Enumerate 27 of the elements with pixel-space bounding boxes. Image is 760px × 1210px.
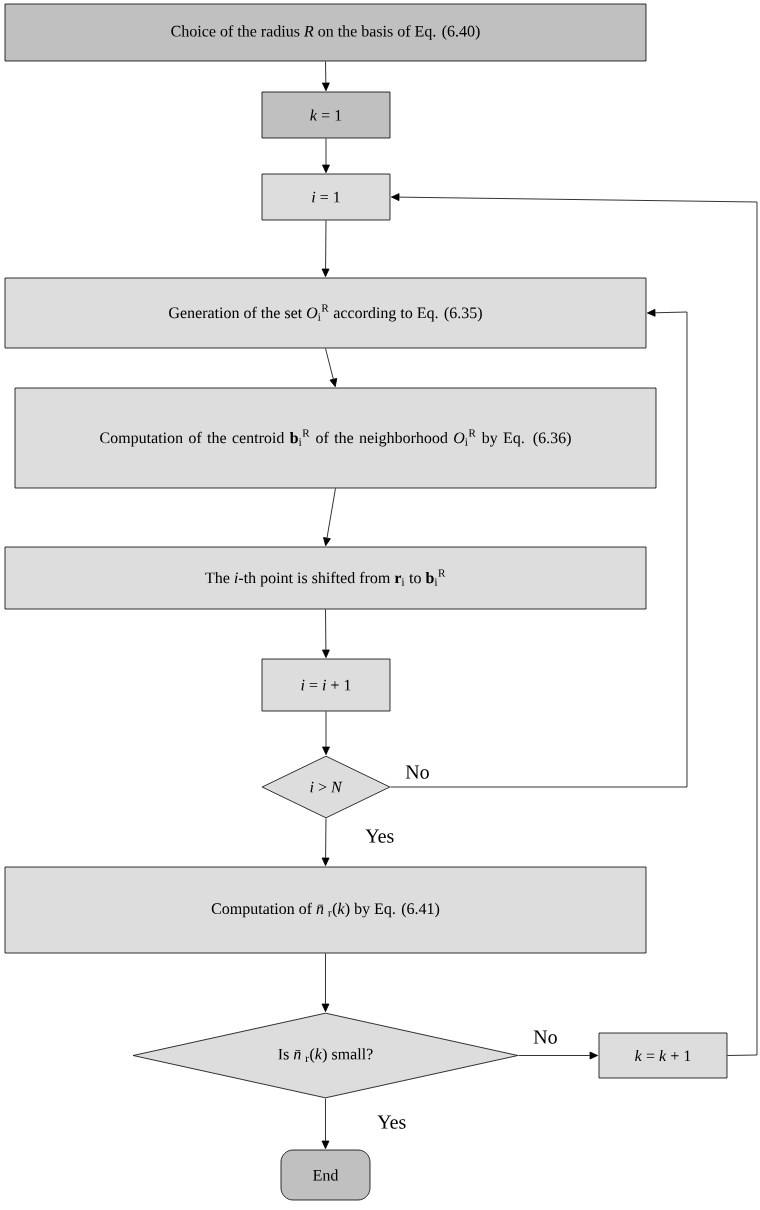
arrow <box>321 818 330 866</box>
process-box: Generation of the set O$_{i}$$^{R}$ according to Eq. (6.35) <box>4 277 647 349</box>
arrow <box>390 308 688 788</box>
arrow <box>391 193 758 1056</box>
arrow <box>321 61 330 92</box>
arrow <box>323 488 336 547</box>
process-box: i = i + 1 <box>261 658 391 712</box>
edge-label: No <box>404 764 431 780</box>
edge-label: No <box>532 1029 559 1045</box>
arrow <box>322 609 330 658</box>
process-box: k = k + 1 <box>598 1032 728 1079</box>
terminal-box: End <box>280 1149 371 1201</box>
process-box: Computation of n̄$_{r}$(k) by Eq. (6.41) <box>4 866 647 954</box>
arrow <box>321 1098 330 1149</box>
arrow <box>325 348 338 388</box>
arrow <box>321 953 330 1012</box>
arrow <box>518 1051 598 1060</box>
arrow <box>322 138 330 174</box>
process-box: i = 1 <box>261 173 391 221</box>
edge-label: Yes <box>364 828 396 844</box>
edge-label: Yes <box>376 1114 408 1130</box>
process-box: The i-th point is shifted from r$_{i}$ to b$_{i}$R <box>4 546 647 610</box>
process-box: Choice of the radius R on the basis of Eq. (6.40) <box>4 3 647 62</box>
process-box: k = 1 <box>261 91 391 139</box>
arrow <box>322 711 330 755</box>
process-box: Computation of the centroid b$_{i}$$^{R}$ of the neighborhood O$_{i}$$^{R}$ by Eq. (6.36) <box>14 387 657 489</box>
arrow <box>321 220 330 278</box>
